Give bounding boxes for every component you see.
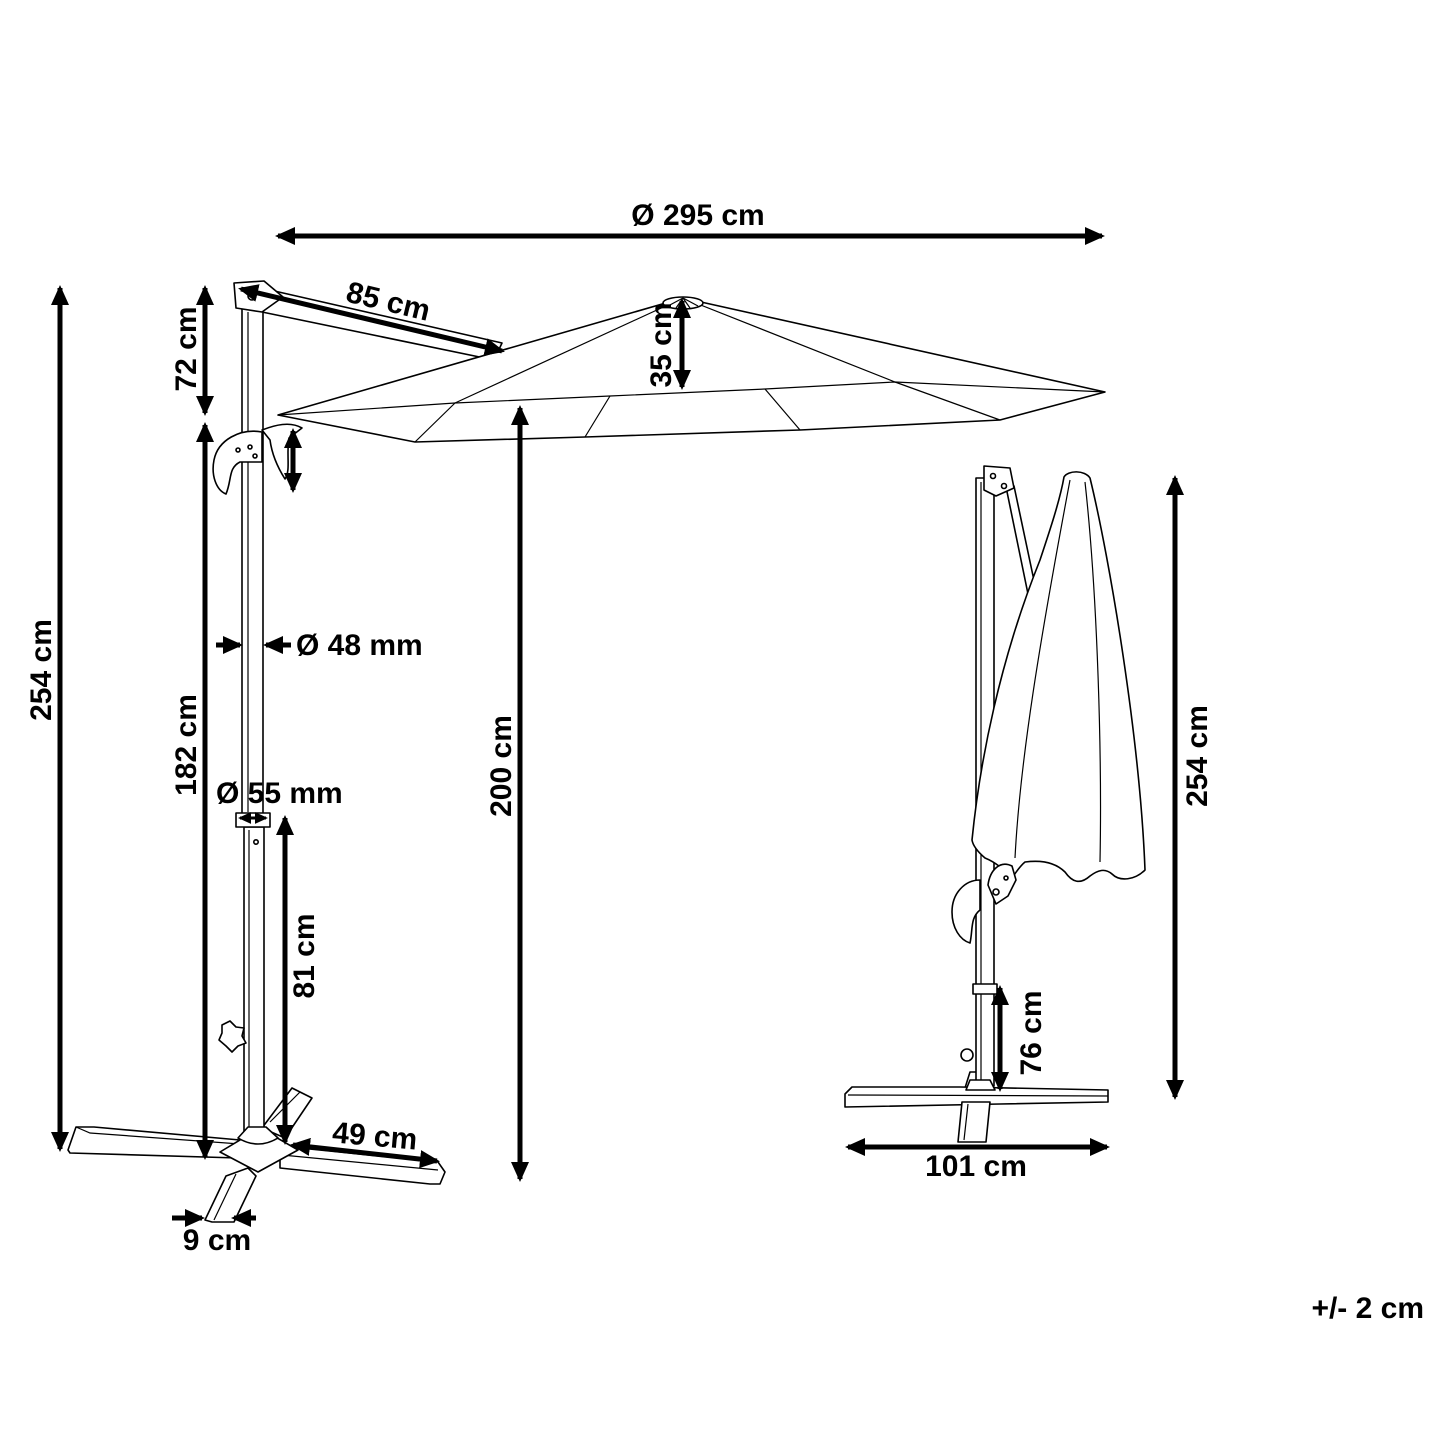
base-front-foot xyxy=(957,1101,991,1143)
label-total-height-open: 254 cm xyxy=(25,619,58,721)
label-lower-height: 182 cm xyxy=(170,694,203,796)
canopy-fold-line xyxy=(1014,479,1071,859)
label-base-foot-length: 49 cm xyxy=(331,1116,419,1156)
base-front-foot-edge xyxy=(963,1103,969,1141)
canopy-panel-line xyxy=(764,388,801,431)
base-bar-edge xyxy=(847,1094,1109,1097)
label-top-height: 72 cm xyxy=(170,306,203,391)
pole-sleeve xyxy=(235,812,271,828)
label-pole-diameter-lower: Ø 55 mm xyxy=(216,777,343,810)
hinge-hole xyxy=(989,472,997,480)
crank-rivet xyxy=(1003,875,1009,881)
dimension-arrows xyxy=(51,227,1184,1227)
dimension-arrow-base-foot-length xyxy=(290,1137,440,1169)
crank-handle xyxy=(212,423,303,495)
crank-handle xyxy=(951,863,1017,944)
pole-flange xyxy=(237,1126,279,1145)
locking-knob xyxy=(218,1020,247,1053)
closed-canopy xyxy=(971,471,1146,883)
canopy-rib xyxy=(454,297,684,404)
label-base-pole-height: 81 cm xyxy=(288,913,321,998)
canopy-rib xyxy=(682,297,896,383)
canopy-back-edge xyxy=(277,381,1106,416)
label-tolerance: +/- 2 cm xyxy=(1311,1292,1424,1325)
crank-rivet xyxy=(252,453,258,459)
label-clearance-height: 200 cm xyxy=(485,715,518,817)
label-total-height-closed: 254 cm xyxy=(1181,705,1214,807)
label-pole-diameter-upper: Ø 48 mm xyxy=(296,629,423,662)
dimension-arrow-arm-length xyxy=(238,284,505,356)
crank-hook xyxy=(951,879,981,944)
hinge-hole xyxy=(1000,482,1008,490)
canopy-fold-line xyxy=(1084,481,1102,863)
label-base-width: 101 cm xyxy=(925,1150,1027,1183)
pole-hole xyxy=(253,838,260,845)
base-front-foot-edge xyxy=(213,1173,237,1221)
upper-pole xyxy=(241,307,264,816)
closed-umbrella xyxy=(844,465,1146,1143)
crank-rivet xyxy=(235,447,241,453)
closed-canopy-outline xyxy=(971,471,1146,883)
canopy-panel-line xyxy=(584,395,611,438)
label-canopy-height: 35 cm xyxy=(645,302,678,387)
canopy-panel-line xyxy=(414,402,456,443)
label-base-foot-width: 9 cm xyxy=(183,1224,251,1257)
label-closed-base-pole-height: 76 cm xyxy=(1015,990,1048,1075)
canopy-outline xyxy=(277,297,1106,443)
lower-pole xyxy=(243,826,265,1138)
base-left-bar-edge xyxy=(75,1126,241,1145)
open-canopy xyxy=(277,296,1106,443)
base-front-foot xyxy=(204,1167,257,1223)
crank-rivet xyxy=(247,444,253,450)
pole-sleeve xyxy=(972,983,998,995)
locking-knob xyxy=(960,1048,974,1062)
pole-flange xyxy=(965,1079,996,1091)
crank-rivet xyxy=(992,888,1000,896)
label-canopy-diameter: Ø 295 cm xyxy=(631,199,764,232)
canopy-panel-line xyxy=(894,381,1001,421)
